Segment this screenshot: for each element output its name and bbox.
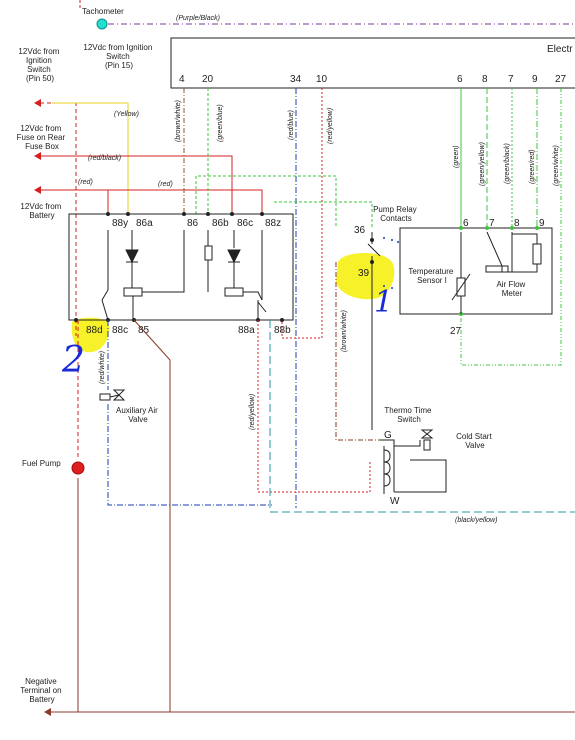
aux-air-valve-symbol bbox=[99, 389, 126, 401]
negative-terminal-label: Negative Terminal on Battery bbox=[20, 677, 64, 704]
green-blue-label: (green/blue) bbox=[217, 104, 224, 142]
hand-annotation-1: 1 bbox=[374, 285, 393, 320]
wire-pump-brown-white bbox=[335, 262, 380, 441]
wire-88a-red-yellow bbox=[257, 320, 371, 493]
relay-internals bbox=[101, 230, 267, 321]
tachometer-terminal bbox=[96, 18, 108, 30]
relay-pin-88d: 88d bbox=[86, 325, 103, 336]
sensor-internals bbox=[451, 231, 542, 314]
green-white-label: (green/white) bbox=[553, 145, 560, 186]
fuel-pump-symbol bbox=[71, 461, 85, 475]
ecu-pin-8: 8 bbox=[482, 74, 488, 85]
hand-annotation-2: 2 bbox=[61, 340, 85, 381]
ecu-title: Electr bbox=[547, 44, 573, 55]
wire-battery-red-2 bbox=[108, 189, 263, 214]
ecu-pin-9: 9 bbox=[532, 74, 538, 85]
black-yellow-label: (black/yellow) bbox=[455, 517, 497, 524]
red-black-label: (red/black) bbox=[88, 155, 121, 162]
relay-pin-88b: 88b bbox=[274, 325, 291, 336]
pump-contacts-label: Pump Relay Contacts bbox=[373, 205, 419, 223]
ecu-pin-27: 27 bbox=[555, 74, 567, 85]
red-yellow-label-2: (red/yellow) bbox=[249, 394, 256, 430]
temp-sensor-label: Temperature Sensor I bbox=[408, 267, 455, 285]
relay-pin-86b: 86b bbox=[212, 218, 229, 229]
ecu-pin-10: 10 bbox=[316, 74, 328, 85]
sensor-box bbox=[399, 227, 553, 315]
aux-air-label: Auxiliary Air Valve bbox=[116, 406, 160, 424]
highlight-39 bbox=[336, 253, 395, 300]
green-red-label: (green/red) bbox=[529, 149, 536, 184]
cold-start-valve-symbol bbox=[420, 429, 434, 439]
relay-pin-88c: 88c bbox=[112, 325, 128, 336]
highlight-88d bbox=[71, 317, 110, 353]
green-black-label: (green/black) bbox=[504, 143, 511, 184]
wire-pin27-green-white bbox=[460, 88, 562, 366]
wire-pin10-red-yellow bbox=[281, 88, 323, 339]
relay-pin-88y: 88y bbox=[112, 218, 128, 229]
battery-label: 12Vdc from Battery bbox=[20, 202, 63, 220]
thermo-switch-symbol bbox=[380, 439, 447, 494]
sensor-pin-8: 8 bbox=[514, 218, 520, 229]
red-label-2: (red) bbox=[158, 181, 173, 188]
brown-white-label: (brown/white) bbox=[175, 100, 182, 142]
relay-pin-86c: 86c bbox=[237, 218, 253, 229]
relay-pin-88z: 88z bbox=[265, 218, 281, 229]
cold-start-label: Cold Start Valve bbox=[456, 432, 494, 450]
ecu-pin-4: 4 bbox=[179, 74, 185, 85]
afm-label: Air Flow Meter bbox=[496, 280, 527, 298]
ecu-pin-7: 7 bbox=[508, 74, 514, 85]
ecu-pin-34: 34 bbox=[290, 74, 302, 85]
fuse-label: 12Vdc from Fuse on Rear Fuse Box bbox=[17, 124, 68, 151]
thermo-label: Thermo Time Switch bbox=[384, 406, 433, 424]
wire-85-brown bbox=[133, 319, 171, 712]
thermo-pin-g: G bbox=[384, 430, 392, 441]
pump-contact-dotted bbox=[383, 237, 399, 289]
red-label-1: (red) bbox=[78, 179, 93, 186]
ign15-label: 12Vdc from Ignition Switch (Pin 15) bbox=[83, 43, 154, 70]
ecu-box bbox=[170, 37, 575, 89]
sensor-pin-9: 9 bbox=[539, 218, 545, 229]
sensor-pin-6: 6 bbox=[463, 218, 469, 229]
sensor-pin-27: 27 bbox=[450, 326, 462, 337]
red-blue-label: (red/blue) bbox=[288, 110, 295, 140]
wire-88b-teal bbox=[269, 320, 575, 513]
red-white-label: (red/white) bbox=[99, 351, 106, 384]
relay-pin-86a: 86a bbox=[136, 218, 153, 229]
ign50-label: 12Vdc from Ignition Switch (Pin 50) bbox=[18, 47, 61, 83]
yellow-label: (Yellow) bbox=[114, 111, 139, 118]
red-yellow-label: (red/yellow) bbox=[327, 108, 334, 144]
wire-fuse-red-black bbox=[40, 155, 233, 214]
wire-86b-green-loop bbox=[195, 175, 337, 228]
relay-box bbox=[68, 213, 294, 321]
ecu-pin-6: 6 bbox=[457, 74, 463, 85]
purple-black-label: (Purple/Black) bbox=[176, 15, 220, 22]
sensor-pin-7: 7 bbox=[489, 218, 495, 229]
fuel-pump-label: Fuel Pump bbox=[22, 459, 61, 468]
pump-pin-36: 36 bbox=[354, 225, 366, 236]
brown-white-label-2: (brown/white) bbox=[341, 310, 348, 352]
thermo-pin-w: W bbox=[390, 496, 400, 507]
green-yellow-label: (green/yellow) bbox=[479, 142, 486, 186]
pump-pin-39: 39 bbox=[358, 268, 370, 279]
relay-pin-88a: 88a bbox=[238, 325, 255, 336]
ecu-pin-20: 20 bbox=[202, 74, 214, 85]
relay-pin-86: 86 bbox=[187, 218, 199, 229]
tachometer-label: Tachometer bbox=[82, 7, 124, 16]
green-label: (green) bbox=[453, 145, 460, 168]
